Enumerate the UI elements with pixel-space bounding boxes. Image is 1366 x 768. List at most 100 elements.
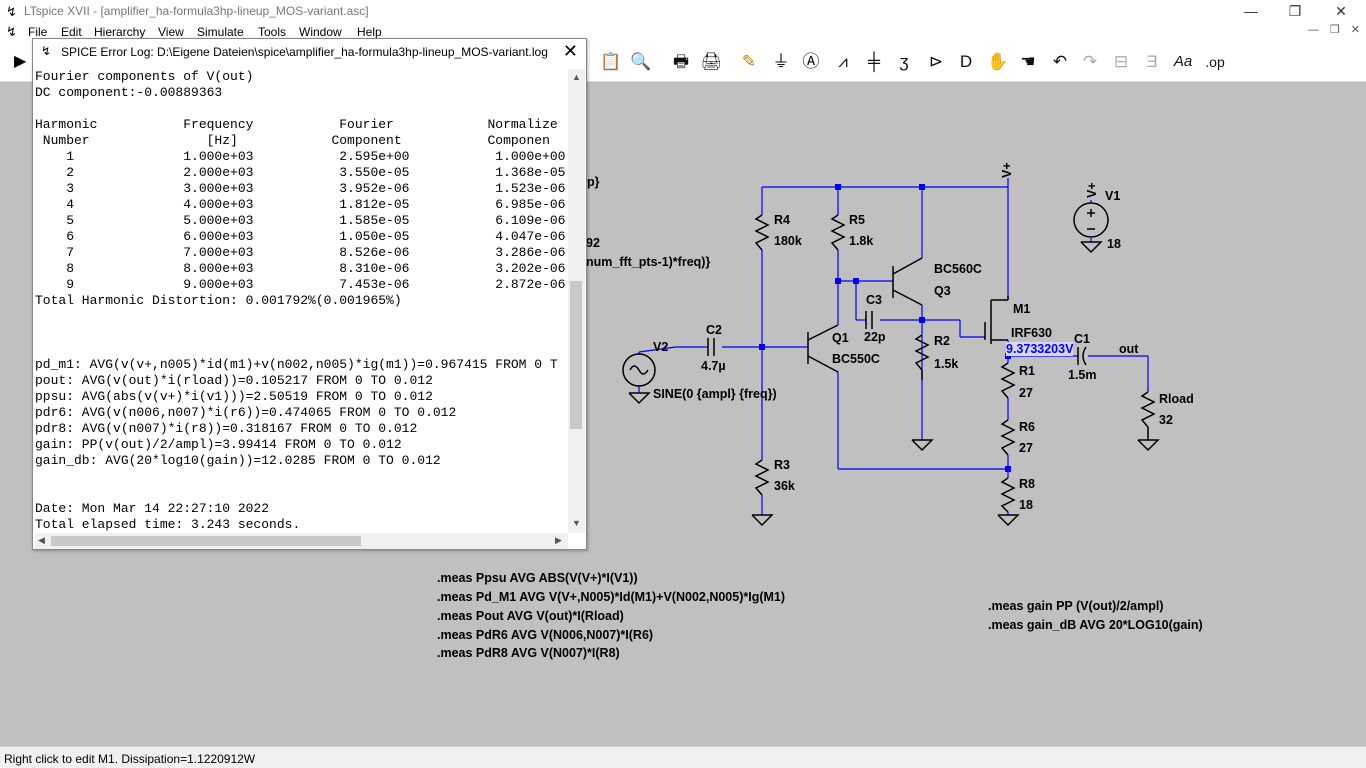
status-bar: Right click to edit M1. Dissipation=1.12…	[0, 746, 1366, 768]
meas-directive[interactable]: .meas PdR8 AVG V(N007)*I(R8)	[437, 646, 620, 660]
rload-name[interactable]: Rload	[1159, 392, 1194, 406]
toolbar-spice-directive-icon[interactable]: .op	[1205, 54, 1225, 70]
log-line: 1 1.000e+03 2.595e+00 1.000e+00	[35, 149, 566, 164]
toolbar-rotate-icon[interactable]: ⊟	[1113, 52, 1129, 71]
r5-name[interactable]: R5	[849, 213, 865, 227]
r3-name[interactable]: R3	[774, 458, 790, 472]
restore-button[interactable]: ❐	[1288, 3, 1302, 19]
menu-help[interactable]: Help	[357, 25, 382, 39]
toolbar-component-icon[interactable]: D	[959, 52, 973, 71]
menu-hierarchy[interactable]: Hierarchy	[94, 25, 146, 39]
toolbar-redo-icon[interactable]: ↷	[1082, 52, 1098, 71]
scroll-down-icon[interactable]: ▼	[572, 518, 581, 528]
horizontal-scroll-thumb[interactable]	[51, 536, 361, 546]
toolbar-print-setup-icon[interactable]: 🖨	[700, 52, 722, 71]
c1-name[interactable]: C1	[1074, 332, 1090, 346]
r6-value[interactable]: 27	[1019, 441, 1033, 455]
toolbar-inductor-icon[interactable]: ʒ	[899, 52, 909, 71]
menu-view[interactable]: View	[158, 25, 184, 39]
r5-value[interactable]: 1.8k	[849, 234, 874, 248]
toolbar-label-net-icon[interactable]: Ⓐ	[802, 52, 820, 71]
r4-name[interactable]: R4	[774, 213, 790, 227]
c2-value[interactable]: 4.7µ	[701, 359, 726, 373]
log-line: 6 6.000e+03 1.050e-05 4.047e-06	[35, 229, 566, 244]
c3-value[interactable]: 22p	[864, 330, 886, 344]
toolbar-paste-icon[interactable]: 📋	[600, 52, 622, 71]
toolbar-move-icon[interactable]: ✋	[987, 52, 1009, 71]
minimize-button[interactable]: —	[1244, 3, 1258, 19]
log-line: Total Harmonic Distortion: 0.001792%(0.0…	[35, 293, 402, 308]
mdi-restore-button[interactable]: ❐	[1329, 24, 1340, 36]
log-line: Harmonic Frequency Fourier Normalize	[35, 117, 558, 132]
mdi-minimize-button[interactable]: —	[1307, 24, 1319, 36]
c1-value[interactable]: 1.5m	[1068, 368, 1097, 382]
close-button[interactable]: ✕	[1335, 3, 1347, 19]
log-line: 7 7.000e+03 8.526e-06 3.286e-06	[35, 245, 566, 260]
log-line: Total elapsed time: 3.243 seconds.	[35, 517, 301, 532]
scroll-up-icon[interactable]: ▲	[572, 72, 581, 82]
toolbar-capacitor-icon[interactable]: ╪	[867, 52, 881, 71]
toolbar-resistor-icon[interactable]: ⩘	[838, 52, 848, 71]
r2-value[interactable]: 1.5k	[934, 357, 959, 371]
log-line	[35, 469, 568, 485]
r1-name[interactable]: R1	[1019, 364, 1035, 378]
v1-name[interactable]: V1	[1105, 189, 1121, 203]
menu-window[interactable]: Window	[299, 25, 342, 39]
log-line: Number [Hz] Component Componen	[35, 133, 550, 148]
toolbar-diode-icon[interactable]: ⊳	[928, 52, 944, 71]
r1-value[interactable]: 27	[1019, 386, 1033, 400]
r6-name[interactable]: R6	[1019, 420, 1035, 434]
v2-value[interactable]: SINE(0 {ampl} {freq})	[653, 387, 777, 401]
meas-directive[interactable]: .meas Ppsu AVG ABS(V(V+)*I(V1))	[437, 571, 638, 585]
m1-name[interactable]: M1	[1013, 302, 1031, 316]
toolbar-mirror-icon[interactable]: Ǝ	[1146, 52, 1158, 71]
scroll-left-icon[interactable]: ◀	[38, 535, 45, 545]
q1-value[interactable]: BC550C	[832, 352, 880, 366]
q3-name[interactable]: Q3	[934, 284, 951, 298]
toolbar-draw-wire-icon[interactable]: ✎	[741, 52, 757, 71]
v2-name[interactable]: V2	[653, 340, 669, 354]
toolbar-undo-icon[interactable]: ↶	[1052, 52, 1068, 71]
menu-edit[interactable]: Edit	[61, 25, 82, 39]
log-line: 8 8.000e+03 8.310e-06 3.202e-06	[35, 261, 566, 276]
mdi-close-button[interactable]: ✕	[1350, 24, 1360, 36]
toolbar-text-icon[interactable]: Aa	[1173, 53, 1193, 70]
meas-directive[interactable]: .meas gain_dB AVG 20*LOG10(gain)	[988, 618, 1203, 632]
r3-value[interactable]: 36k	[774, 479, 795, 493]
log-line: 4 4.000e+03 1.812e-05 6.985e-06	[35, 197, 566, 212]
mdi-buttons: — ❐ ✕	[1300, 23, 1360, 36]
log-horizontal-scrollbar[interactable]: ◀ ▶	[35, 533, 568, 549]
rload-value[interactable]: 32	[1159, 413, 1173, 427]
c2-name[interactable]: C2	[706, 323, 722, 337]
meas-directive[interactable]: .meas PdR6 AVG V(N006,N007)*I(R6)	[437, 628, 654, 642]
vertical-scroll-thumb[interactable]	[570, 281, 582, 429]
toolbar-binoculars-icon[interactable]: 🔍	[630, 52, 652, 71]
r2-name[interactable]: R2	[934, 334, 950, 348]
mdi-doc-icon: ↯	[6, 24, 17, 39]
q1-name[interactable]: Q1	[832, 331, 849, 345]
meas-directive[interactable]: .meas Pout AVG V(out)*I(Rload)	[437, 609, 624, 623]
q3-value[interactable]: BC560C	[934, 262, 982, 276]
menu-simulate[interactable]: Simulate	[197, 25, 244, 39]
scroll-right-icon[interactable]: ▶	[555, 535, 562, 545]
menu-tools[interactable]: Tools	[258, 25, 287, 39]
toolbar-drag-icon[interactable]: ☚	[1020, 52, 1036, 71]
menu-file[interactable]: File	[28, 25, 48, 39]
spice-error-log-window: ↯ SPICE Error Log: D:\Eigene Dateien\spi…	[32, 38, 587, 550]
r8-value[interactable]: 18	[1019, 498, 1033, 512]
r4-value[interactable]: 180k	[774, 234, 802, 248]
log-vertical-scrollbar[interactable]: ▲ ▼	[568, 69, 585, 533]
net-label-out: out	[1119, 342, 1139, 356]
run-icon[interactable]: ▶	[14, 53, 27, 70]
v1-value[interactable]: 18	[1107, 237, 1121, 251]
c3-name[interactable]: C3	[866, 293, 882, 307]
log-close-button[interactable]: ✕	[562, 41, 578, 61]
meas-directive[interactable]: .meas gain PP (V(out)/2/ampl)	[988, 599, 1164, 613]
toolbar-print-icon[interactable]: 🖶	[672, 52, 690, 71]
log-text-area[interactable]: Fourier components of V(out)DC component…	[35, 69, 568, 533]
m1-value[interactable]: IRF630	[1011, 326, 1052, 340]
r8-name[interactable]: R8	[1019, 477, 1035, 491]
log-line: DC component:-0.00889363	[35, 85, 223, 100]
meas-directive[interactable]: .meas Pd_M1 AVG V(V+,N005)*Id(M1)+V(N002…	[437, 590, 786, 604]
toolbar-ground-icon[interactable]: ⏚	[772, 52, 790, 71]
